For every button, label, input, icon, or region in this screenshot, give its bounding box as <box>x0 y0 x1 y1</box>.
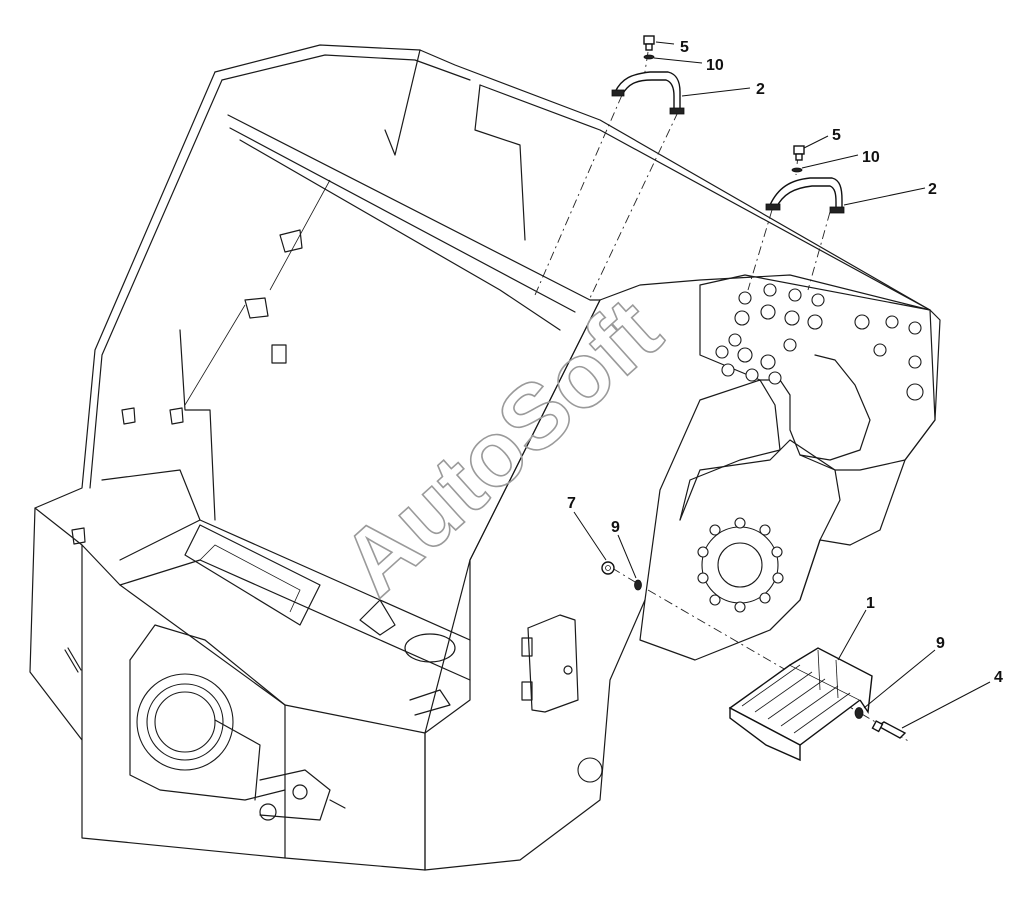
leader-lines <box>573 41 991 729</box>
callout-labels: 5 10 2 5 10 2 7 9 1 9 4 <box>567 39 1003 686</box>
callout-7: 7 <box>567 495 576 512</box>
callout-9-left: 9 <box>611 519 620 536</box>
bolt-upper <box>643 35 655 60</box>
step-plate <box>728 647 873 762</box>
callout-2-upper: 2 <box>756 81 765 98</box>
washer-left <box>634 579 642 591</box>
nut <box>601 561 615 575</box>
bolt-step <box>871 720 907 739</box>
callout-5-lower: 5 <box>832 127 841 144</box>
callout-2-lower: 2 <box>928 181 937 198</box>
upper-plate-bolt-holes <box>715 283 924 401</box>
callout-1: 1 <box>866 595 875 612</box>
callout-10-upper: 10 <box>706 57 724 74</box>
grab-handle-lower <box>765 177 845 214</box>
right-side-panel <box>424 274 941 871</box>
bolt-lower <box>791 145 805 173</box>
watermark-text: AutoSoft <box>323 279 680 615</box>
lower-flange-bolt-holes <box>697 517 784 613</box>
washer-right <box>854 707 864 719</box>
callout-10-lower: 10 <box>862 149 880 166</box>
callout-5-upper: 5 <box>680 39 689 56</box>
grab-handle-upper <box>611 71 685 115</box>
callout-9-right: 9 <box>936 635 945 652</box>
main-frame-body <box>29 44 936 871</box>
callout-4: 4 <box>994 669 1003 686</box>
